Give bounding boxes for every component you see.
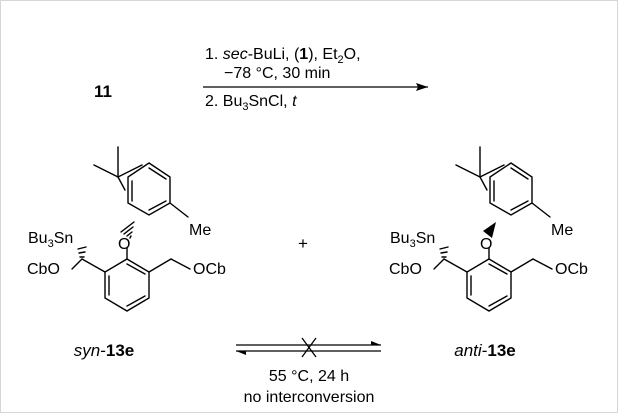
anti-methyl: Me <box>551 222 573 239</box>
starting-material-label: 11 <box>94 82 112 101</box>
forward-arrow <box>203 83 428 91</box>
syn-stannyl: Bu3Sn <box>28 230 73 250</box>
syn-methyl: Me <box>189 222 211 239</box>
anti-oxygen: O <box>480 236 492 253</box>
anti-stannyl: Bu3Sn <box>390 230 435 250</box>
syn-label: syn-13e <box>74 341 135 360</box>
product-anti: O Me Bu3Sn CbO OCb <box>389 146 588 312</box>
reaction-conditions: 1. sec-BuLi, (1), Et2O, −78 °C, 30 min 2… <box>205 46 361 113</box>
anti-label: anti-13e <box>454 341 515 360</box>
conditions-step1: 1. sec-BuLi, (1), Et2O, <box>205 46 361 66</box>
equilibrium-condition: 55 °C, 24 h <box>269 368 349 385</box>
syn-ocb-right: OCb <box>193 261 226 278</box>
conditions-step1-temperature: −78 °C, 30 min <box>224 65 330 82</box>
syn-ocb-left: CbO <box>27 261 60 278</box>
anti-ocb-right: OCb <box>555 261 588 278</box>
plus-sign: + <box>298 234 308 253</box>
product-syn: O Me Bu3Sn CbO OCb <box>27 146 226 312</box>
equilibrium-note: no interconversion <box>244 389 375 406</box>
conditions-step2: 2. Bu3SnCl, t <box>205 93 297 113</box>
no-reaction-cross <box>301 337 317 358</box>
equilibrium-arrows <box>236 341 381 355</box>
starting-material: 11 <box>94 82 112 101</box>
anti-ocb-left: CbO <box>389 261 422 278</box>
syn-oxygen: O <box>118 236 130 253</box>
